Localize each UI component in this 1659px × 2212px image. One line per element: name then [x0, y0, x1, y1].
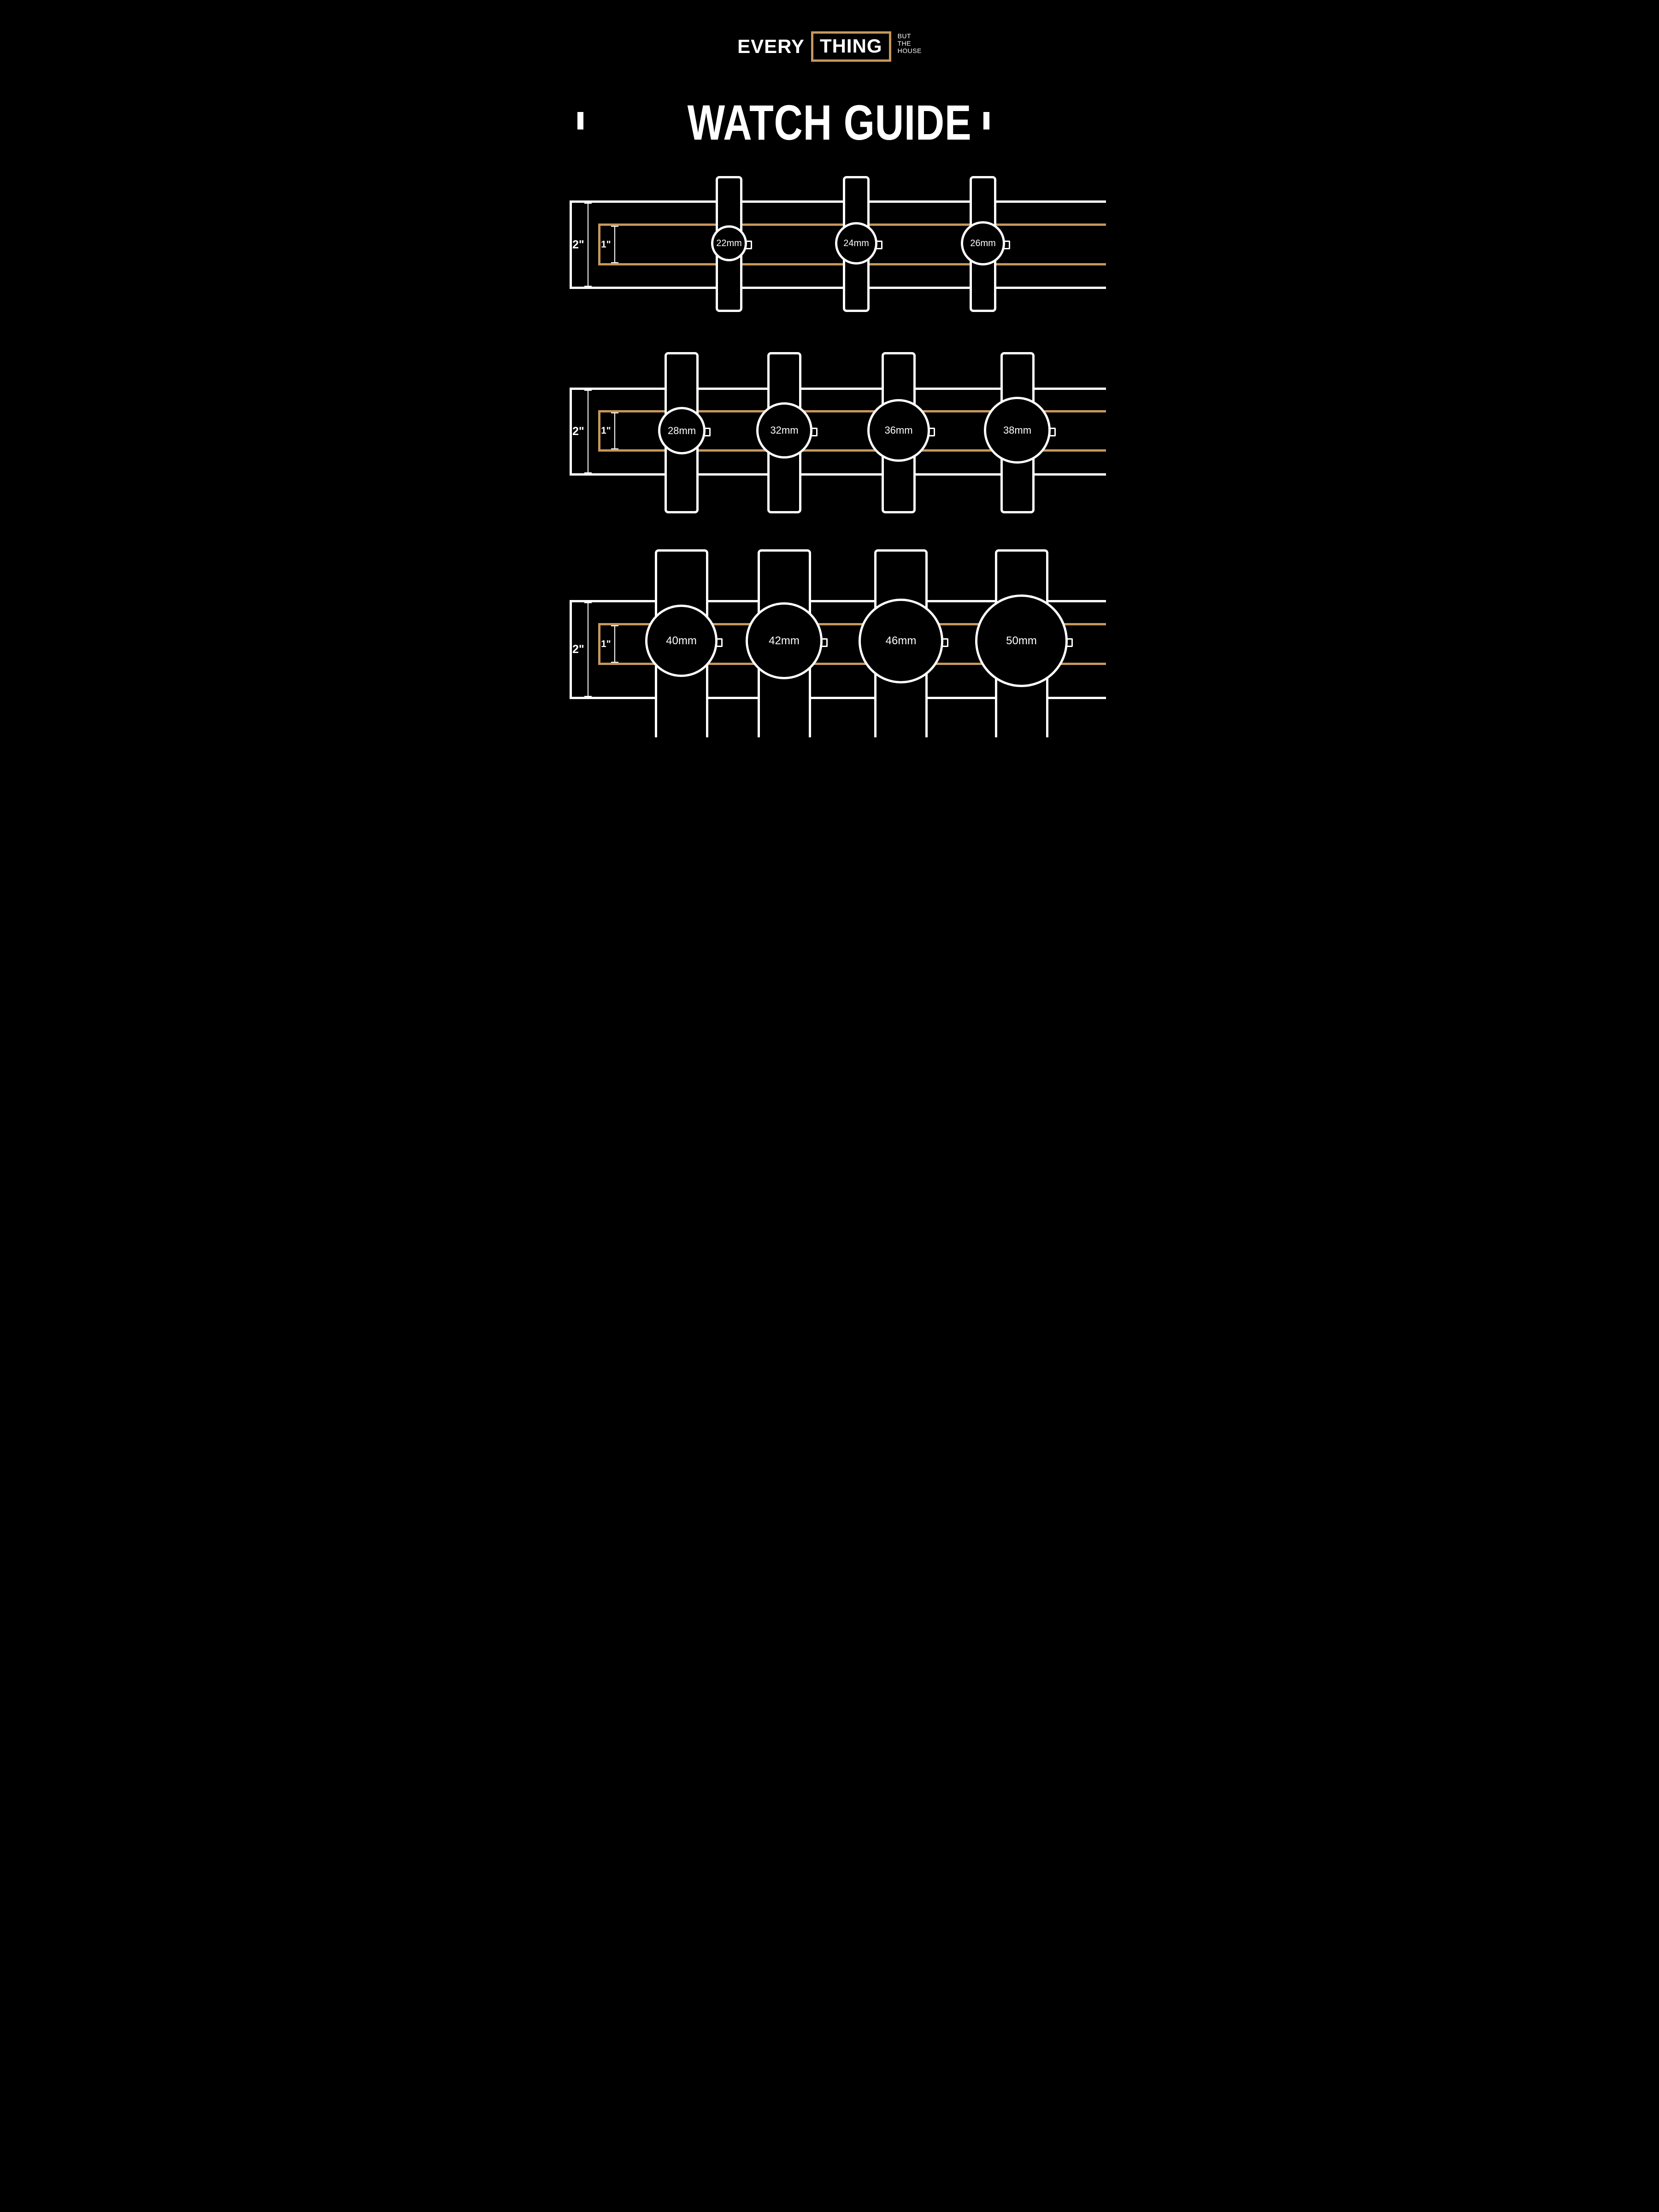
- watch-size-label: 38mm: [1003, 424, 1032, 436]
- watch-size-label: 46mm: [885, 635, 917, 647]
- watch-size-label: 24mm: [843, 238, 869, 248]
- watch-case: 22mm: [711, 225, 747, 261]
- watch-size-label: 50mm: [1006, 634, 1037, 647]
- dimension-1in: 1": [601, 625, 618, 663]
- watch-size-label: 28mm: [667, 424, 696, 436]
- dimension-label-1in: 1": [601, 239, 611, 250]
- dimension-label-2in: 2": [572, 238, 584, 251]
- decorative-mark-left: [577, 112, 583, 129]
- dimension-line: [611, 226, 618, 263]
- logo-tagline-line: THE: [897, 40, 912, 47]
- dimension-line: [611, 625, 618, 663]
- watch-size-label: 26mm: [970, 238, 996, 248]
- logo-word-every: EVERY: [737, 35, 805, 57]
- watch-case: 38mm: [984, 397, 1051, 464]
- band-1inch: [598, 623, 1106, 665]
- band-1inch: [598, 410, 1106, 452]
- logo-tagline-line: BUT: [897, 32, 912, 40]
- watch-case: 46mm: [859, 599, 943, 683]
- band-2inch: [570, 200, 1106, 289]
- watch-case: 32mm: [756, 402, 812, 459]
- watch-size-label: 36mm: [884, 424, 913, 436]
- logo-word-thing-boxed: THING: [811, 31, 891, 62]
- band-2inch: [570, 388, 1106, 476]
- watch-size-label: 42mm: [769, 634, 800, 647]
- dimension-label-2in: 2": [572, 425, 584, 438]
- dimension-2in: 2": [572, 203, 592, 287]
- dimension-1in: 1": [601, 412, 618, 449]
- watch-case: 50mm: [975, 594, 1068, 687]
- ebth-logo: EVERY THING BUT THE HOUSE: [553, 31, 1106, 62]
- dimension-label-1in: 1": [601, 638, 611, 649]
- watch-size-label: 22mm: [716, 238, 742, 248]
- page-title: WATCH GUIDE: [687, 94, 972, 150]
- watch-case: 40mm: [645, 605, 718, 677]
- watch-case: 24mm: [835, 222, 877, 265]
- logo-tagline: BUT THE HOUSE: [898, 32, 922, 54]
- decorative-mark-right: [983, 112, 989, 129]
- watch-size-label: 32mm: [770, 424, 799, 436]
- logo-tagline-line: HOUSE: [897, 47, 922, 55]
- dimension-2in: 2": [572, 602, 592, 697]
- watch-case: 42mm: [746, 602, 823, 679]
- watch-guide-page: EVERY THING BUT THE HOUSE WATCH GUIDE 2"…: [553, 0, 1106, 737]
- dimension-line: [611, 412, 618, 449]
- watch-size-label: 40mm: [666, 634, 697, 647]
- watch-case: 28mm: [658, 407, 706, 454]
- dimension-1in: 1": [601, 226, 618, 263]
- watch-case: 26mm: [961, 221, 1005, 265]
- dimension-label-2in: 2": [572, 643, 584, 656]
- watch-case: 36mm: [867, 399, 930, 462]
- dimension-2in: 2": [572, 390, 592, 473]
- band-2inch: [570, 600, 1106, 699]
- dimension-label-1in: 1": [601, 425, 611, 436]
